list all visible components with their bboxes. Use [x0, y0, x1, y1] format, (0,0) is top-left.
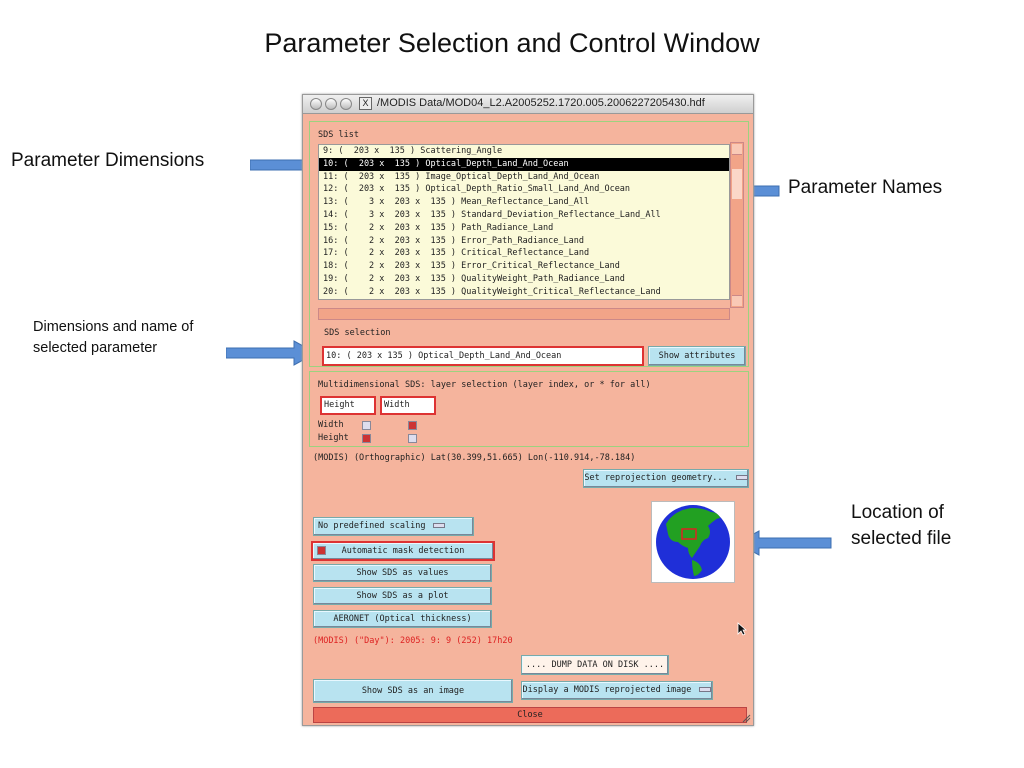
- aeronet-button[interactable]: AERONET (Optical thickness): [313, 610, 492, 628]
- sds-list-item[interactable]: 19: ( 2 x 203 x 135 ) QualityWeight_Path…: [323, 273, 625, 284]
- set-reprojection-dropdown[interactable]: Set reprojection geometry...: [583, 469, 749, 488]
- window-title: /MODIS Data/MOD04_L2.A2005252.1720.005.2…: [377, 97, 705, 109]
- sds-list-item[interactable]: 13: ( 3 x 203 x 135 ) Mean_Reflectance_L…: [323, 197, 590, 208]
- show-sds-plot-button[interactable]: Show SDS as a plot: [313, 587, 492, 605]
- sds-list-item[interactable]: 11: ( 203 x 135 ) Image_Optical_Depth_La…: [323, 171, 600, 182]
- display-reprojected-dropdown[interactable]: Display a MODIS reprojected image: [521, 681, 713, 700]
- callout-location-line1: Location of: [851, 502, 944, 523]
- width-input[interactable]: Width: [380, 396, 436, 415]
- sds-list-vertical-scrollbar[interactable]: [730, 142, 744, 308]
- sds-list-item[interactable]: 20: ( 2 x 203 x 135 ) QualityWeight_Crit…: [323, 286, 661, 297]
- scaling-dropdown[interactable]: No predefined scaling: [313, 517, 474, 536]
- sds-list-item[interactable]: 16: ( 2 x 203 x 135 ) Error_Path_Radianc…: [323, 235, 584, 246]
- zoom-window-icon[interactable]: [340, 98, 352, 110]
- dropdown-icon: [433, 523, 446, 528]
- multidimensional-panel: Multidimensional SDS: layer selection (l…: [309, 371, 749, 447]
- show-sds-image-button[interactable]: Show SDS as an image: [313, 679, 513, 703]
- callout-location: Location of selected file: [851, 500, 951, 551]
- callout-parameter-dimensions: Parameter Dimensions: [11, 150, 205, 171]
- sds-list-horizontal-scrollbar[interactable]: [318, 308, 730, 320]
- resize-grip-icon[interactable]: [741, 713, 751, 723]
- sds-list-item[interactable]: 9: ( 203 x 135 ) Scattering_Angle: [323, 146, 503, 156]
- globe-icon: [656, 505, 730, 579]
- show-attributes-button[interactable]: Show attributes: [648, 346, 746, 366]
- automatic-mask-toggle[interactable]: Automatic mask detection: [311, 541, 495, 561]
- scroll-up-icon[interactable]: [732, 144, 742, 155]
- control-window: X /MODIS Data/MOD04_L2.A2005252.1720.005…: [302, 94, 754, 726]
- callout-dimensions-name-line2: selected parameter: [33, 340, 158, 357]
- automatic-mask-label: Automatic mask detection: [341, 546, 465, 556]
- window-titlebar[interactable]: X /MODIS Data/MOD04_L2.A2005252.1720.005…: [303, 95, 753, 114]
- sds-selection-label: SDS selection: [324, 328, 391, 338]
- slide-title: Parameter Selection and Control Window: [264, 28, 760, 58]
- multidimensional-label: Multidimensional SDS: layer selection (l…: [318, 380, 651, 390]
- sds-selection-field[interactable]: 10: ( 203 x 135 ) Optical_Depth_Land_And…: [322, 346, 644, 366]
- sds-list-item[interactable]: 15: ( 2 x 203 x 135 ) Path_Radiance_Land: [323, 222, 554, 233]
- date-info: (MODIS) ("Day"): 2005: 9: 9 (252) 17h20: [313, 636, 513, 646]
- callout-dimensions-name: Dimensions and name of selected paramete…: [33, 317, 193, 359]
- mouse-cursor-icon: [737, 622, 747, 636]
- width-row-label: Width: [318, 420, 344, 430]
- sds-list-item[interactable]: 14: ( 3 x 203 x 135 ) Standard_Deviation…: [323, 209, 661, 220]
- width-width-checkbox[interactable]: [408, 421, 417, 430]
- callout-location-line2: selected file: [851, 527, 952, 549]
- scaling-dropdown-label: No predefined scaling: [318, 521, 426, 531]
- minimize-window-icon[interactable]: [325, 98, 337, 110]
- dropdown-icon: [699, 687, 712, 692]
- close-button[interactable]: Close: [313, 707, 747, 723]
- height-input[interactable]: Height: [320, 396, 376, 415]
- dump-data-button[interactable]: .... DUMP DATA ON DISK ....: [521, 655, 669, 675]
- callout-parameter-names: Parameter Names: [788, 177, 943, 198]
- width-height-checkbox[interactable]: [362, 421, 371, 430]
- projection-info: (MODIS) (Orthographic) Lat(30.399,51.665…: [313, 453, 636, 463]
- height-height-checkbox[interactable]: [362, 434, 371, 443]
- show-sds-values-button[interactable]: Show SDS as values: [313, 564, 492, 582]
- sds-list-label: SDS list: [318, 130, 359, 140]
- sds-list-panel: SDS list 9: ( 203 x 135 ) Scattering_Ang…: [309, 121, 749, 367]
- callout-dimensions-name-line1: Dimensions and name of: [33, 319, 194, 335]
- dropdown-icon: [735, 475, 748, 480]
- height-width-checkbox[interactable]: [408, 434, 417, 443]
- sds-list-item[interactable]: 10: ( 203 x 135 ) Optical_Depth_Land_And…: [319, 157, 729, 171]
- scroll-thumb[interactable]: [732, 169, 742, 199]
- display-reprojected-label: Display a MODIS reprojected image: [522, 685, 692, 695]
- scroll-down-icon[interactable]: [732, 295, 742, 306]
- sds-list-item[interactable]: 12: ( 203 x 135 ) Optical_Depth_Ratio_Sm…: [323, 184, 631, 195]
- set-reprojection-label: Set reprojection geometry...: [584, 473, 728, 483]
- sds-list-item[interactable]: 18: ( 2 x 203 x 135 ) Error_Critical_Ref…: [323, 261, 620, 272]
- automatic-mask-checkbox[interactable]: [317, 546, 326, 555]
- x11-icon: X: [359, 97, 372, 110]
- height-row-label: Height: [318, 433, 349, 443]
- close-window-icon[interactable]: [310, 98, 322, 110]
- location-globe: [651, 501, 735, 583]
- sds-list-item[interactable]: 17: ( 2 x 203 x 135 ) Critical_Reflectan…: [323, 248, 590, 259]
